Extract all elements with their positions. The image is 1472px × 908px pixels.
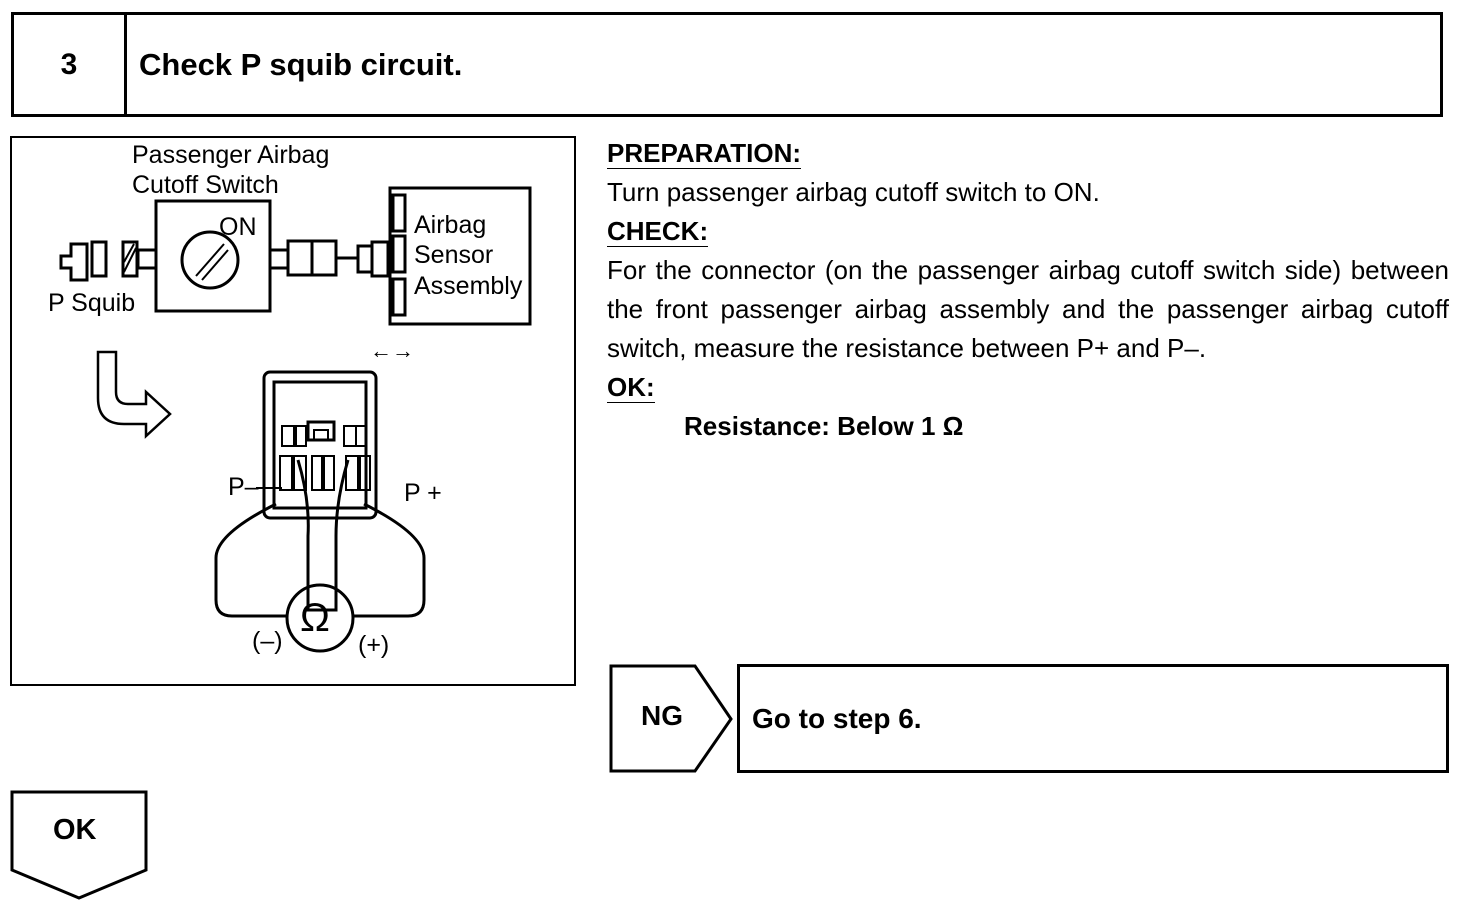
ng-action-box: Go to step 6. [737, 664, 1449, 773]
harness-connector [286, 239, 314, 277]
connector-face [262, 370, 378, 520]
on-label: ON [219, 213, 257, 241]
preparation-heading: PREPARATION: [607, 138, 802, 169]
direction-arrows: ←→ [370, 338, 414, 363]
ok-heading: OK: [607, 372, 655, 403]
sensor-label-line1: Airbag [414, 211, 487, 239]
preparation-text: Turn passenger airbag cutoff switch to O… [607, 177, 1100, 207]
squib-label: P Squib [48, 289, 136, 317]
ng-label: NG [641, 700, 683, 731]
ng-action-text: Go to step 6. [752, 702, 922, 734]
negative-probe-label: (–) [252, 627, 283, 655]
ok-arrow-shape [10, 790, 148, 900]
sensor-label-line3: Assembly [414, 272, 523, 300]
probe-lead-negative [296, 459, 310, 608]
ok-spec: Resistance: Below 1 Ω [684, 411, 964, 441]
ng-arrow-shape [609, 664, 733, 773]
check-text: For the connector (on the passenger airb… [607, 255, 1449, 363]
instructions: PREPARATION: Turn passenger airbag cutof… [607, 134, 1449, 446]
circuit-figure: Passenger Airbag Cutoff Switch ON Airbag… [10, 136, 576, 686]
bent-arrow-icon [96, 350, 172, 439]
squib-connector [59, 242, 89, 282]
switch-label-line2: Cutoff Switch [132, 171, 279, 199]
check-heading: CHECK: [607, 216, 709, 247]
airbag-sensor-assembly [388, 186, 532, 326]
ohmmeter-loop [214, 502, 426, 618]
p-plus-label: P + [404, 479, 442, 507]
switch-label-line1: Passenger Airbag [132, 141, 330, 169]
probe-lead-positive [334, 459, 350, 608]
sensor-label-line2: Sensor [414, 241, 494, 269]
ohmmeter-icon [285, 583, 355, 653]
ohm-symbol: Ω [300, 596, 330, 640]
p-minus-label: P– [228, 473, 259, 501]
step-title: Check P squib circuit. [139, 46, 463, 82]
switch-dial-icon [180, 230, 240, 290]
step-number: 3 [14, 15, 127, 114]
circuit-diagram [59, 186, 532, 653]
ok-label: OK [53, 814, 97, 846]
step-header: 3 Check P squib circuit. [11, 12, 1443, 117]
positive-probe-label: (+) [358, 631, 390, 659]
